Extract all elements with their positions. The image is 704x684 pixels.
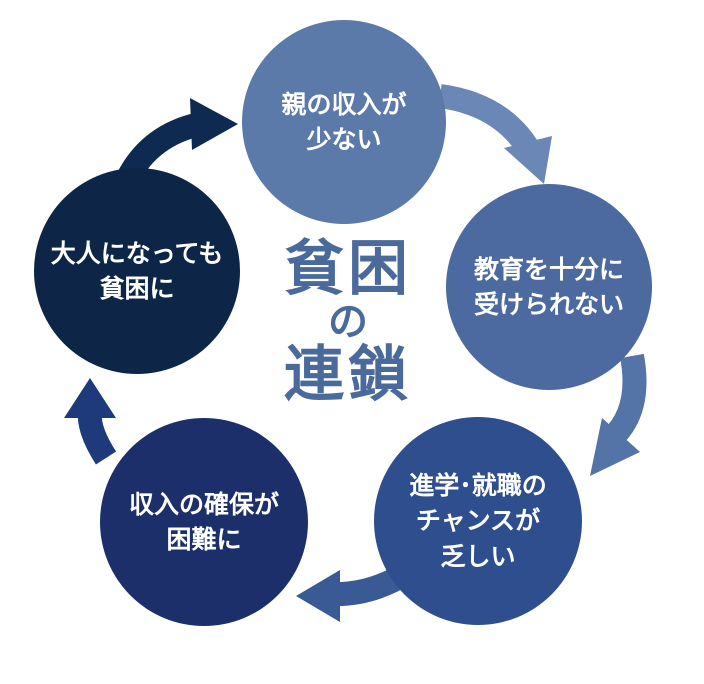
node-label-line: 進学･就職の	[409, 470, 547, 500]
node-label-line: 乏しい	[440, 541, 516, 571]
arrowhead-parents-to-education	[504, 136, 552, 184]
node-label-line: 受けられない	[473, 290, 624, 319]
center-title: 貧困 の 連鎖	[258, 238, 438, 406]
center-title-line: 貧困	[284, 234, 412, 304]
arrow-income-to-adult	[77, 410, 117, 465]
node-label-line: 大人になっても	[50, 238, 224, 268]
node-label-line: 貧困に	[99, 274, 175, 303]
arrow-parents-to-education	[438, 84, 539, 155]
node-label-line: 親の収入が	[281, 89, 407, 119]
arrowhead-career-to-income	[296, 570, 340, 622]
center-title-line: の	[328, 299, 368, 345]
node-label-line: チャンスが	[415, 506, 541, 536]
node-poverty-as-adult: 大人になっても 貧困に	[34, 168, 240, 374]
center-title-line: 連鎖	[284, 340, 412, 410]
arrow-education-to-career	[603, 353, 647, 447]
node-label-line: 少ない	[306, 125, 382, 154]
arrowhead-education-to-career	[590, 418, 640, 476]
arrowhead-adult-to-parents	[190, 98, 238, 150]
arrowhead-income-to-adult	[64, 378, 116, 418]
node-hard-to-secure-income: 収入の確保が 困難に	[100, 418, 308, 626]
node-insufficient-education: 教育を十分に 受けられない	[446, 184, 652, 390]
node-label-line: 困難に	[166, 525, 242, 554]
node-label-line: 収入の確保が	[128, 489, 279, 519]
node-parents-low-income: 親の収入が 少ない	[242, 20, 446, 224]
node-label-line: 教育を十分に	[473, 254, 624, 284]
node-few-career-chances: 進学･就職の チャンスが 乏しい	[374, 417, 582, 625]
